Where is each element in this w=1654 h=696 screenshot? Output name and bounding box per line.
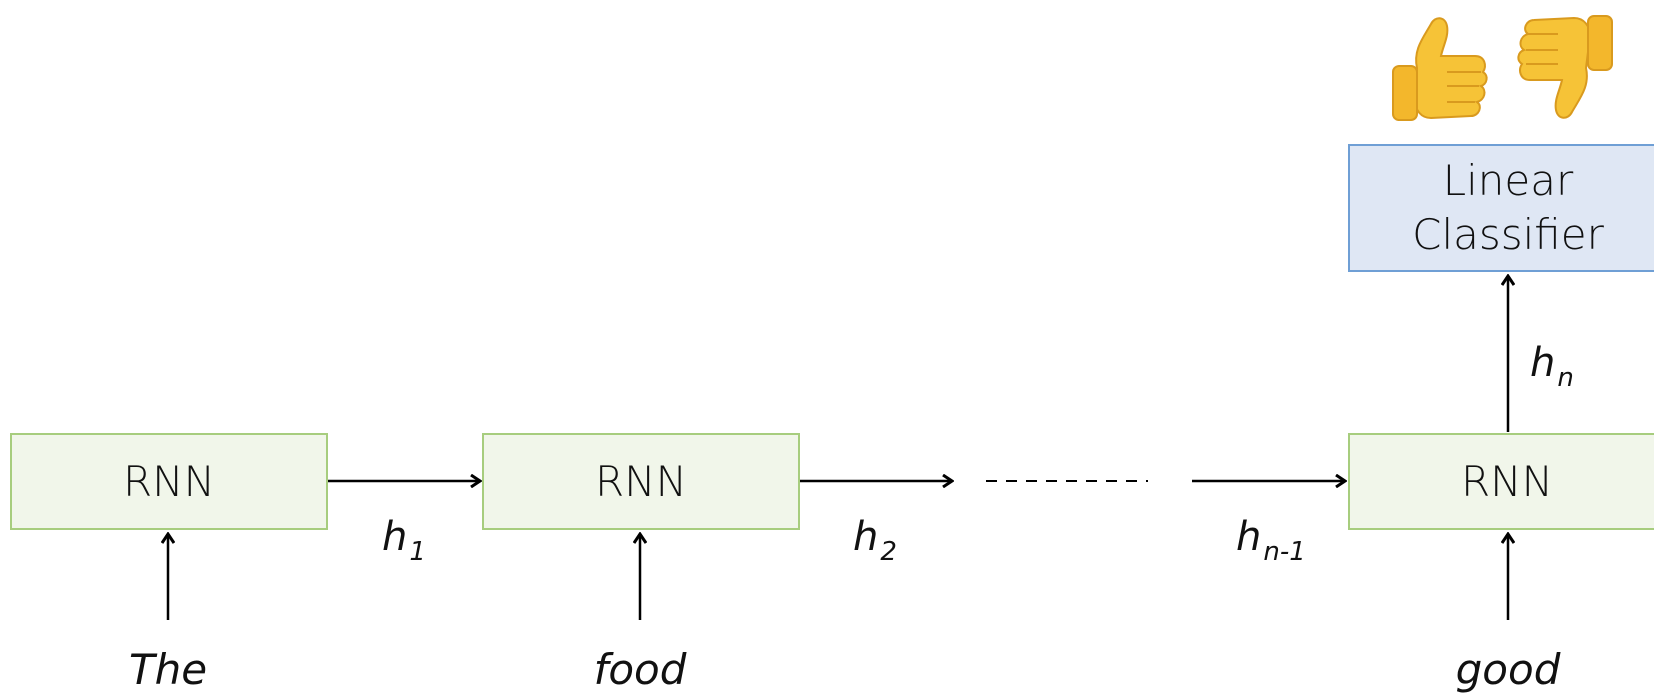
hidden-label-n: hn (1530, 340, 1574, 393)
thumbs-up-icon (1392, 17, 1488, 121)
thumbs-down-icon (1517, 15, 1613, 119)
rnn-cell-1: RNN (10, 433, 328, 530)
classifier-line-1: Linear (1442, 156, 1574, 205)
hidden-label-2: h2 (853, 514, 897, 567)
rnn-cell-label: RNN (594, 457, 688, 506)
rnn-cell-label: RNN (122, 457, 216, 506)
input-word-3: good (1455, 645, 1561, 694)
linear-classifier-box: Linear Classifier (1348, 144, 1654, 272)
classifier-line-2: Classifier (1412, 210, 1604, 259)
rnn-cell-n: RNN (1348, 433, 1654, 530)
rnn-cell-2: RNN (482, 433, 800, 530)
hidden-label-n-1: hn-1 (1236, 514, 1306, 567)
rnn-cell-label: RNN (1460, 457, 1554, 506)
input-word-2: food (593, 645, 687, 694)
hidden-label-1: h1 (382, 514, 426, 567)
input-word-1: The (128, 645, 208, 694)
